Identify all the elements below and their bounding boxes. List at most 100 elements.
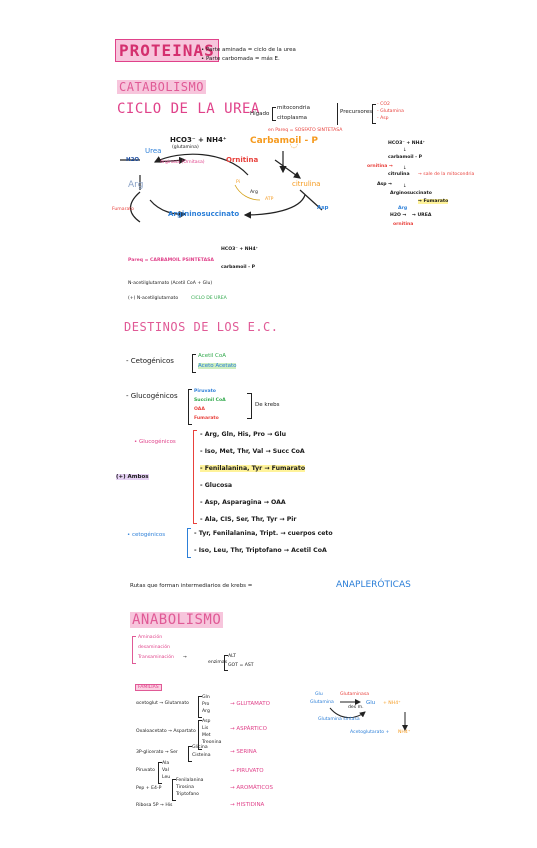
section-subtitle-urea: CICLO DE LA UREA [117, 101, 260, 117]
section-title-catabolismo: CATABOLISMO [117, 80, 206, 94]
fam-row-3-aa-2: Cisteína [192, 753, 211, 758]
fam-row-5-name: → AROMÁTICOS [230, 785, 273, 791]
gdh-glutamina: Glutamina [310, 700, 334, 705]
fam-row-2-aa-1: Asp [202, 719, 211, 724]
gluc-succinil: Succinil CoA [194, 398, 226, 403]
route-got: GOT = AST [228, 663, 254, 668]
cycle-arg: Arg [128, 180, 144, 190]
route-transaminacion: Transaminación [138, 655, 174, 660]
fam-row-1-lhs: αcetoglut → Glutamato [136, 701, 189, 706]
precursor-glutamina: - Glutamina [377, 109, 404, 114]
precursor-asp: - Asp [377, 116, 389, 121]
fam-row-1-aa-2: Pro [202, 702, 210, 707]
de-krebs: De krebs [255, 402, 280, 408]
side-arrow-2: ↓ [403, 166, 407, 171]
gluc-item-5: - Asp, Asparagina → OAA [200, 499, 286, 506]
side-fumarato: → Fumarato [418, 199, 449, 204]
gdh-glutaminasa: Glutaminasa [340, 692, 370, 697]
fam-row-1-name: → GLUTAMATO [230, 701, 270, 707]
fam-row-3-aa-1: Glicina [192, 745, 208, 750]
side-ornitina: ornitina [393, 222, 414, 227]
fam-row-4-name: → PIRUVATO [230, 768, 264, 774]
fam-row-6-name: → HISTIDINA [230, 802, 265, 808]
cycle-atp: ATP [265, 197, 274, 202]
side-citrulina: citrulina [388, 172, 410, 177]
gdh-glu: Glu [315, 692, 323, 697]
fam-row-3-name: → SERINA [230, 749, 257, 755]
cycle-urea: Urea [145, 147, 162, 155]
familias-badge: FAMILIAS [135, 684, 162, 691]
fam-row-1-aa-1: Gln [202, 695, 210, 700]
cps-ciclo: CICLO DE UREA [191, 296, 227, 301]
location-label: Hígado [250, 111, 270, 117]
cycle-argininosuccinato: Argininosuccinato [168, 210, 240, 218]
fam-row-4-aa-3: Leu [162, 775, 171, 780]
cycle-h2o: H2O [126, 157, 140, 163]
precursores-label: Precursores [340, 109, 373, 115]
gluc-item-4: - Glucosa [200, 482, 233, 489]
fam-row-2-lhs: Oxaloacetato → Aspartato [136, 729, 196, 734]
route-desaminacion: desaminación [138, 645, 170, 650]
side-carbamoil: carbamoil - P [388, 155, 423, 160]
gluc-head: • Glucogénicos [134, 439, 176, 445]
side-h2o: H2O → [390, 213, 407, 218]
cps-carbamoil: carbamoil - P [221, 265, 256, 270]
ambos: (+) Ambos [116, 474, 149, 480]
page-title: PROTEINAS [115, 39, 219, 62]
gdh-nh4b: NH4⁺ [398, 730, 411, 735]
fam-row-6-lhs: Ribosa 5P → His [136, 803, 173, 808]
fam-row-4-lhs: Piruvato [136, 768, 155, 773]
route-arrow: → [183, 655, 187, 660]
cycle-enzyme: en Pareq = SOSFATO SINTETASA [268, 128, 343, 133]
fam-row-4-aa-2: Val [162, 768, 169, 773]
cycle-circle-icon: ◌ [290, 140, 298, 150]
rutas-text: Rutas que forman intermediarios de krebs… [130, 583, 253, 589]
route-aminacion: Aminación [138, 635, 163, 640]
location-mito: mitocondria [277, 105, 310, 111]
cycle-hco3-note: (glutamina) [172, 145, 199, 150]
ceto-item-1: - Tyr, Fenilalanina, Tript. → cuerpos ce… [194, 530, 333, 537]
ceto-aceto: Aceto Acetato [198, 363, 237, 369]
side-arginosuccinato: Arginosuccinato [390, 191, 432, 196]
gluc-item-1: - Arg, Gln, His, Pro → Glu [200, 431, 287, 438]
cycle-ornitina: Ornitina [226, 156, 259, 164]
gluc-item-6: - Ala, CIS, Ser, Thr, Tyr → Pir [200, 516, 297, 523]
cycle-small-arg: Arg [250, 190, 258, 195]
gdh-des-m: des m. [348, 705, 364, 710]
cycle-carbamoil: Carbamoil - P [250, 136, 318, 146]
gdh-glut-sintasa: Glutamina sintasa [318, 717, 360, 722]
side-arrow-3: ↓ [403, 184, 407, 189]
fam-row-5-aa-2: Tirosina [176, 785, 194, 790]
anapleroticas: ANAPLERÓTICAS [336, 580, 411, 590]
side-urea: → UREA [412, 213, 432, 218]
section-title-anabolismo: ANABOLISMO [130, 612, 224, 628]
header-note-2: • Parte carbomada = más E. [201, 56, 280, 62]
cycle-fumarato: Fumarato [112, 207, 134, 212]
cycle-pi: Pi [236, 180, 240, 185]
fam-row-5-lhs: Pep + E4-P [136, 786, 162, 791]
gluc-item-3: - Fenilalanina, Tyr → Fumarato [200, 465, 306, 472]
fam-row-2-name: → ASPÁRTICO [230, 726, 267, 732]
location-cito: citoplasma [277, 115, 308, 121]
gluc-item-2: - Iso, Met, Thr, Val → Succ CoA [200, 448, 305, 455]
side-ornitina-row: ornitina → [367, 164, 393, 169]
side-mito-note: → sale de la mitocondria [418, 172, 475, 177]
side-hco3: HCO3⁻ + NH4⁺ [388, 141, 426, 146]
gluc-fumarato: Fumarato [194, 416, 219, 421]
route-alt: ALT [228, 654, 236, 659]
ceto-item-2: - Iso, Leu, Thr, Triptofano → Acetil CoA [194, 547, 327, 554]
ceto-head: • cetogénicos [127, 532, 166, 538]
fam-row-2-aa-4: Treonina [202, 740, 222, 745]
side-arg: Arg [398, 206, 408, 211]
fam-row-1-aa-3: Arg [202, 709, 210, 714]
fam-row-5-aa-1: Fenilalanina [176, 778, 204, 783]
precursor-co2: - CO2 [377, 102, 390, 107]
fam-row-5-aa-3: Triptofano [176, 792, 199, 797]
section-title-destinos: DESTINOS DE LOS E.C. [124, 320, 279, 334]
glucogenicos-label: - Glucogénicos [126, 392, 178, 400]
fam-row-4-aa-1: Ala [162, 761, 170, 766]
cycle-asp: Asp [317, 205, 329, 211]
gdh-akg: Acetoglutarato + [350, 730, 390, 735]
